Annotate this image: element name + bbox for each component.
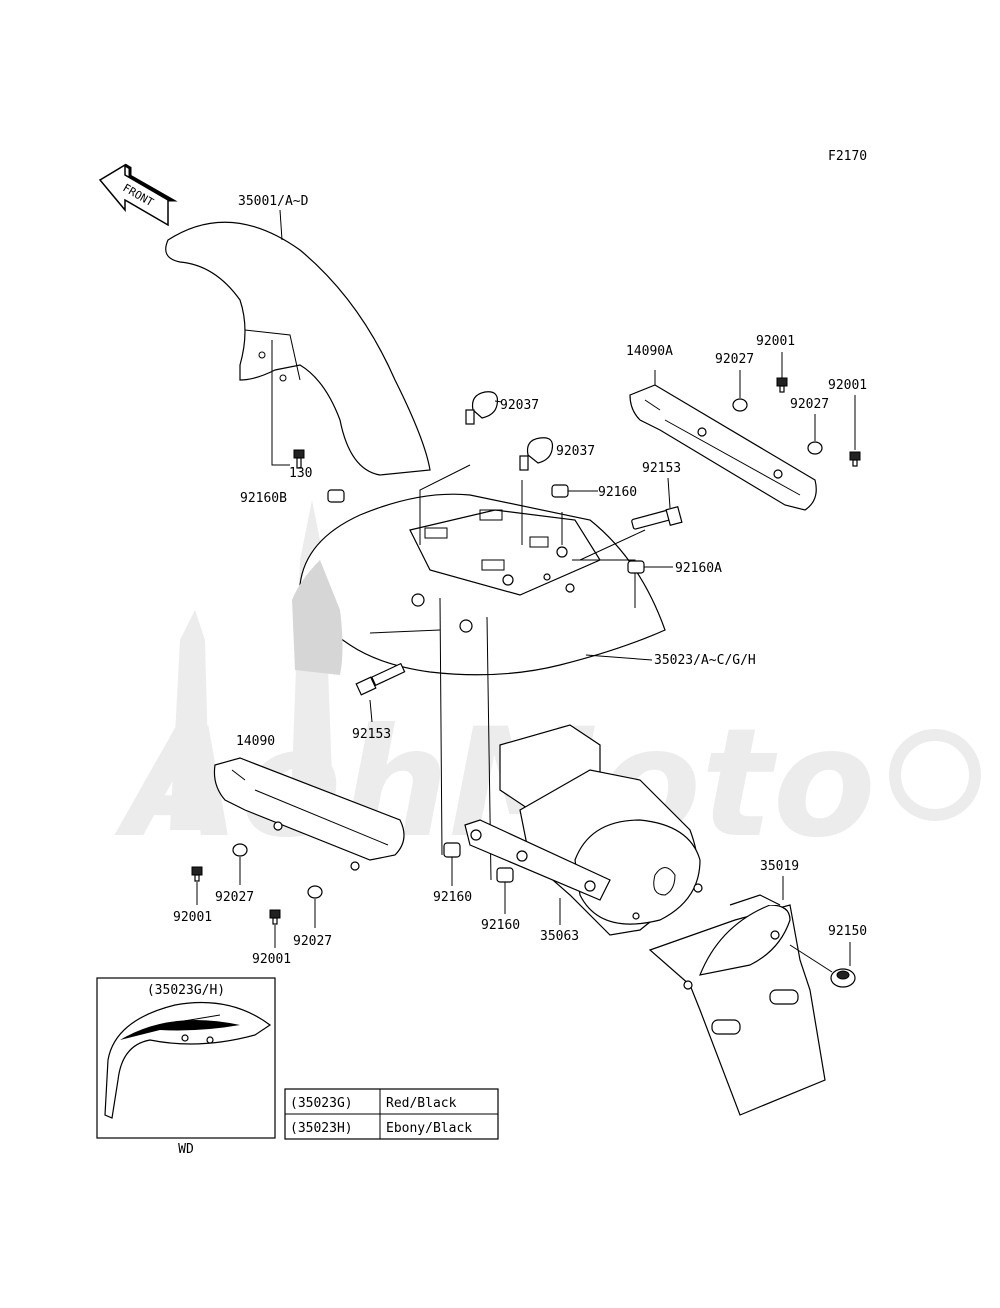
- callout-92037-a: 92037: [500, 398, 539, 413]
- clamp-92037-a: [465, 391, 499, 425]
- table-row-2-color: Ebony/Black: [386, 1121, 472, 1136]
- callout-92027-right-b: 92027: [790, 397, 829, 412]
- screw-92001-left-b: [269, 909, 281, 925]
- collar-92027-right-a: [732, 398, 748, 412]
- collar-92027-right-b: [807, 441, 823, 455]
- bolt-92153-bottom: [355, 662, 406, 696]
- screw-92001-left-a: [191, 866, 203, 882]
- grommet-92160-left: [443, 842, 461, 858]
- bracket-35063: [464, 724, 703, 936]
- callout-92001-right-b: 92001: [828, 378, 867, 393]
- callout-92001-right-a: 92001: [756, 334, 795, 349]
- grommet-92160a: [627, 560, 645, 574]
- figure-code: F2170: [828, 149, 867, 164]
- bolt-130: [293, 449, 305, 469]
- clamp-92037-b: [519, 437, 554, 471]
- collar-92027-left-a: [232, 843, 248, 857]
- callout-92027-right-a: 92027: [715, 352, 754, 367]
- callout-92027-left-a: 92027: [215, 890, 254, 905]
- bolt-92153-top: [631, 505, 683, 530]
- grommet-92160b: [327, 489, 345, 503]
- callout-92027-left-b: 92027: [293, 934, 332, 949]
- grommet-92160-top: [551, 484, 569, 498]
- collar-92027-left-b: [307, 885, 323, 899]
- callout-92160b: 92160B: [240, 491, 287, 506]
- front-fender: [165, 221, 431, 476]
- callout-92001-left-b: 92001: [252, 952, 291, 967]
- callout-35063: 35063: [540, 929, 579, 944]
- table-row-2-code: (35023H): [290, 1121, 353, 1136]
- callout-92150: 92150: [828, 924, 867, 939]
- callout-92160-left: 92160: [433, 890, 472, 905]
- callout-130: 130: [289, 466, 312, 481]
- side-cover-left: [213, 757, 405, 871]
- callout-92160: 92160: [598, 485, 637, 500]
- front-arrow-icon: FRONT: [98, 163, 178, 227]
- callout-92001-left-a: 92001: [173, 910, 212, 925]
- color-table: (35023G) Red/Black (35023H) Ebony/Black: [284, 1088, 499, 1140]
- callout-92153-bottom: 92153: [352, 727, 391, 742]
- screw-92001-right-b: [849, 451, 861, 467]
- side-cover-right: [629, 370, 817, 511]
- callout-35023: 35023/A~C/G/H: [654, 653, 756, 668]
- table-row-1-code: (35023G): [290, 1096, 353, 1111]
- callout-92153-top: 92153: [642, 461, 681, 476]
- inset-title: (35023G/H): [147, 983, 225, 998]
- table-row-1-color: Red/Black: [386, 1096, 457, 1111]
- inset-box: (35023G/H): [96, 977, 276, 1139]
- callout-92037-b: 92037: [556, 444, 595, 459]
- rear-fender: [292, 464, 666, 881]
- grommet-92160-right: [496, 867, 514, 883]
- callout-92160a: 92160A: [675, 561, 722, 576]
- callout-35019: 35019: [760, 859, 799, 874]
- callout-92160-right: 92160: [481, 918, 520, 933]
- nut-92150: [830, 968, 856, 988]
- callout-14090: 14090: [236, 734, 275, 749]
- inset-footer: WD: [178, 1142, 194, 1157]
- flap-35019: [648, 894, 826, 1116]
- callout-35001: 35001/A~D: [238, 194, 309, 209]
- screw-92001-right-a: [776, 377, 788, 393]
- callout-14090a: 14090A: [626, 344, 673, 359]
